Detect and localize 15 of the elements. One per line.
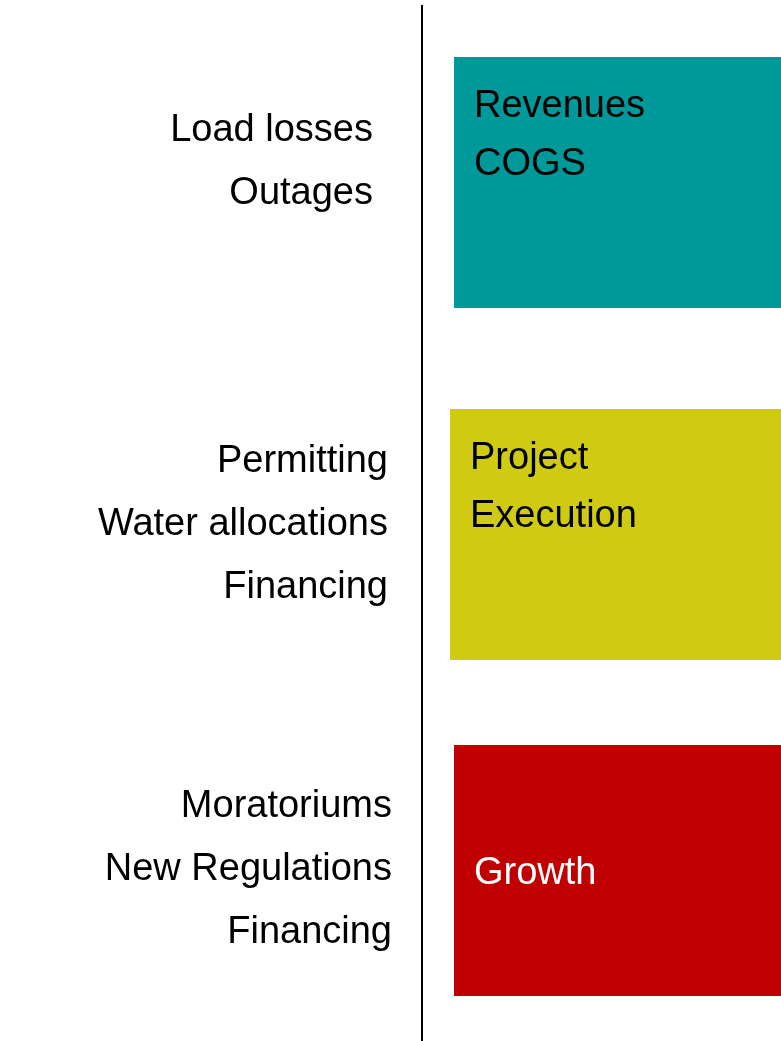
colored-box xyxy=(454,745,781,996)
box-text: Growth xyxy=(474,848,597,894)
side-note: Permitting xyxy=(216,437,388,482)
side-note: Moratoriums xyxy=(180,782,392,827)
side-note: Financing xyxy=(227,908,392,953)
box-text: Project Execution xyxy=(470,434,638,537)
box-text: COGS xyxy=(474,140,586,185)
colored-box xyxy=(454,57,781,308)
box-text: Revenues xyxy=(474,82,646,127)
colored-box xyxy=(450,409,781,660)
side-note: Load losses xyxy=(170,106,373,151)
side-note: Water allocations xyxy=(97,500,388,545)
side-note: Financing xyxy=(223,563,388,608)
side-note: Outages xyxy=(229,169,373,214)
side-note: New Regulations xyxy=(104,845,392,890)
